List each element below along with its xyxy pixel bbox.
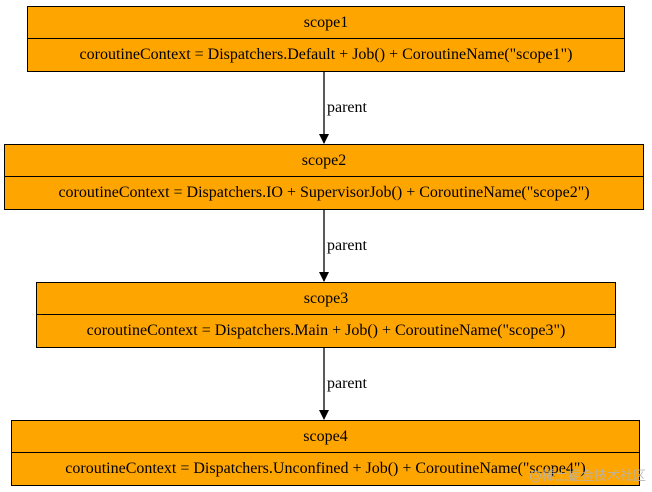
- node-body: coroutineContext = Dispatchers.Main + Jo…: [86, 322, 566, 339]
- node-body: coroutineContext = Dispatchers.Unconfine…: [65, 460, 586, 477]
- node-title: scope1: [28, 7, 624, 39]
- node-scope4: scope4 coroutineContext = Dispatchers.Un…: [11, 420, 640, 486]
- node-scope1: scope1 coroutineContext = Dispatchers.De…: [27, 6, 625, 72]
- edge-label-scope3-scope4: parent: [327, 375, 367, 392]
- edge-label-scope2-scope3: parent: [327, 237, 367, 254]
- node-scope3: scope3 coroutineContext = Dispatchers.Ma…: [36, 282, 616, 348]
- node-scope2: scope2 coroutineContext = Dispatchers.IO…: [4, 144, 644, 210]
- node-title: scope4: [12, 421, 639, 453]
- edge-label-scope1-scope2: parent: [327, 99, 367, 116]
- node-body: coroutineContext = Dispatchers.IO + Supe…: [58, 184, 590, 201]
- watermark: @稀土掘金技术社区: [528, 469, 646, 484]
- node-title: scope2: [5, 145, 643, 177]
- node-title: scope3: [37, 283, 615, 315]
- node-body: coroutineContext = Dispatchers.Default +…: [79, 46, 573, 63]
